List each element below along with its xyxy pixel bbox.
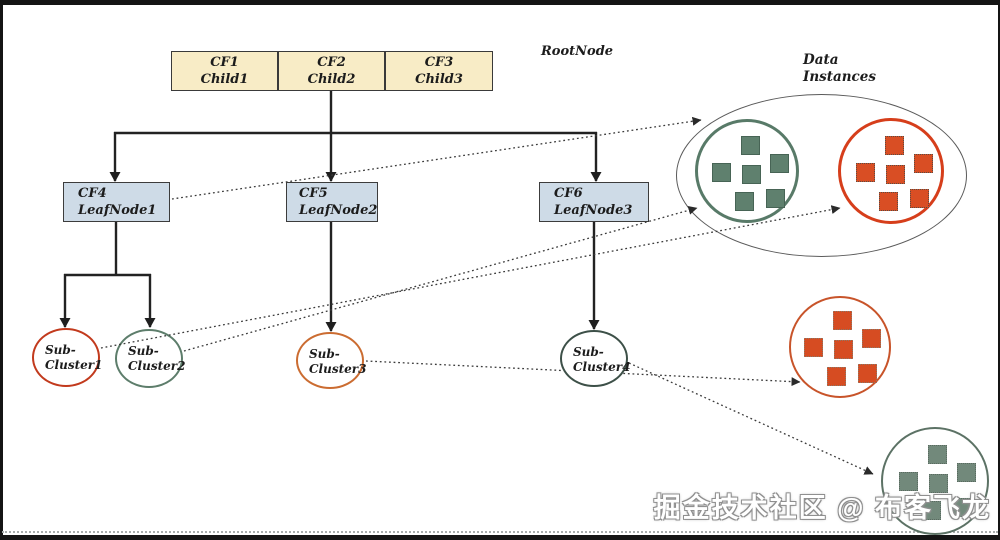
bottom-divider-line	[2, 531, 998, 533]
data-point-square	[928, 445, 947, 464]
data-point-square	[879, 192, 898, 211]
root-cell-cf1: CF1 Child1	[171, 51, 278, 91]
data-point-square	[885, 136, 904, 155]
leaf-node-1-cf: CF4	[78, 186, 107, 201]
data-point-square	[914, 154, 933, 173]
sub-cluster-2: Sub- Cluster2	[115, 329, 186, 388]
leaf-node-2: CF5 LeafNode2	[286, 182, 378, 222]
data-point-square	[735, 192, 754, 211]
frame-left	[0, 0, 3, 540]
root-cell-cf2-child: Child2	[307, 72, 356, 87]
leaf-node-3-name: LeafNode3	[554, 203, 633, 218]
dotted-arrow-subcluster1-to-red-cluster	[100, 205, 841, 349]
sub-cluster-1-line2: Cluster1	[45, 357, 103, 372]
data-cluster-green-2	[881, 427, 989, 535]
sub-cluster-3: Sub- Cluster3	[296, 332, 367, 389]
data-instances-ellipse	[676, 94, 967, 257]
data-point-square	[910, 189, 929, 208]
sub-cluster-4: Sub- Cluster4	[560, 330, 631, 387]
data-cluster-red-1	[838, 118, 944, 224]
leaf-node-1: CF4 LeafNode1	[63, 182, 170, 222]
root-cell-cf3: CF3 Child3	[385, 51, 493, 91]
leaf-node-1-name: LeafNode1	[78, 203, 157, 218]
frame-right	[997, 0, 1000, 540]
dotted-arrow-subcluster2-to-green-cluster	[183, 205, 698, 352]
data-point-square	[957, 463, 976, 482]
data-point-square	[858, 364, 877, 383]
sub-cluster-3-line2: Cluster3	[309, 361, 367, 376]
root-cell-cf3-child: Child3	[415, 72, 463, 87]
root-cell-cf1-child: Child1	[200, 72, 249, 87]
data-point-square	[712, 163, 731, 182]
data-point-square	[922, 501, 941, 520]
data-cluster-green-1	[695, 119, 799, 223]
data-point-square	[953, 498, 972, 517]
leaf-node-3-cf: CF6	[554, 186, 583, 201]
data-point-square	[833, 311, 852, 330]
data-instances-label-line1: Data	[803, 52, 839, 68]
frame-bottom	[0, 535, 1000, 540]
leaf-node-2-name: LeafNode2	[299, 203, 378, 218]
data-point-square	[834, 340, 853, 359]
root-cell-cf2-id: CF2	[317, 55, 346, 70]
leaf-node-3: CF6 LeafNode3	[539, 182, 649, 222]
data-point-square	[770, 154, 789, 173]
data-point-square	[899, 472, 918, 491]
sub-cluster-3-line1: Sub-	[309, 347, 340, 361]
data-point-square	[856, 163, 875, 182]
root-cell-cf3-id: CF3	[424, 55, 454, 70]
frame-top	[0, 0, 1000, 5]
data-point-square	[929, 474, 948, 493]
sub-cluster-2-line1: Sub-	[128, 344, 159, 358]
dotted-arrow-subcluster4-to-green-cluster	[628, 362, 874, 475]
data-point-square	[804, 338, 823, 357]
sub-cluster-4-line2: Cluster4	[573, 359, 631, 374]
data-point-square	[741, 136, 760, 155]
dotted-arrow-leafnode1-to-data-instances	[171, 116, 702, 200]
watermark-text: 掘金技术社区 @ 布客飞龙	[653, 493, 991, 523]
sub-cluster-1-line1: Sub-	[45, 343, 76, 357]
root-cell-cf2: CF2 Child2	[278, 51, 385, 91]
data-instances-label: Data Instances	[803, 52, 876, 85]
data-point-square	[827, 367, 846, 386]
data-point-square	[742, 165, 761, 184]
data-cluster-red-2	[789, 296, 891, 398]
sub-cluster-2-line2: Cluster2	[128, 358, 186, 373]
leaf-node-2-cf: CF5	[299, 186, 328, 201]
sub-cluster-1: Sub- Cluster1	[32, 328, 103, 387]
data-point-square	[862, 329, 881, 348]
data-point-square	[886, 165, 905, 184]
sub-cluster-4-line1: Sub-	[573, 345, 604, 359]
root-cell-cf1-id: CF1	[210, 55, 239, 70]
data-point-square	[766, 189, 785, 208]
data-instances-label-line2: Instances	[803, 68, 876, 85]
root-node-label: RootNode	[541, 44, 614, 59]
